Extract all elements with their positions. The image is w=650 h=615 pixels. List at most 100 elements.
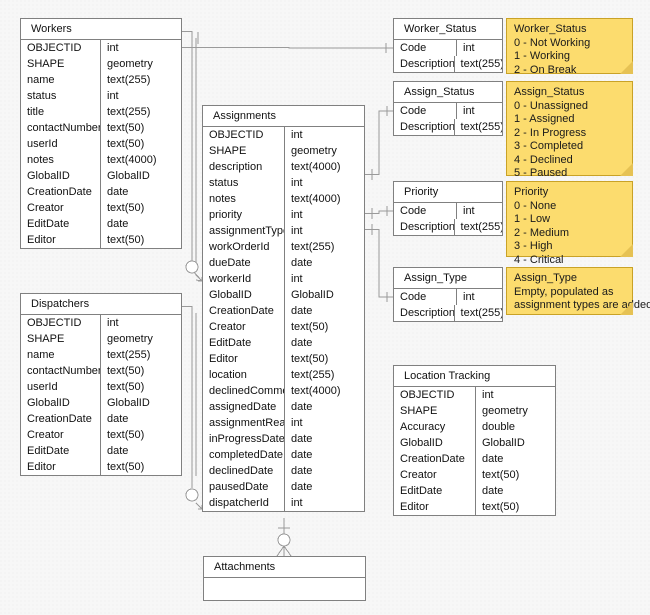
note-fold-corner-icon	[620, 302, 633, 315]
field-type: date	[107, 186, 129, 198]
entity-title-workers: Workers	[21, 19, 181, 40]
field-type: geometry	[482, 405, 528, 417]
note-line: 0 - Not Working	[514, 36, 591, 49]
field-name: name	[21, 72, 101, 88]
field-name: Creator	[394, 467, 476, 483]
note-title: Worker_Status	[514, 23, 587, 35]
note-line: 2 - In Progress	[514, 126, 587, 139]
field-name: userId	[21, 379, 101, 395]
field-name: Editor	[394, 499, 476, 515]
field-type: date	[291, 481, 313, 493]
field-row[interactable]: declinedCommenttext(4000)	[203, 383, 364, 399]
field-type: GlobalID	[107, 397, 150, 409]
entity-table-attachments[interactable]: Attachments	[203, 556, 366, 601]
field-name: declinedDate	[203, 463, 285, 479]
field-name: EditDate	[203, 335, 285, 351]
field-type: GlobalID	[107, 170, 150, 182]
field-type: text(50)	[107, 461, 145, 473]
field-type: text(4000)	[291, 385, 341, 397]
note-line: assignment types are added	[514, 299, 650, 311]
field-name: Creator	[203, 319, 285, 335]
note-line: 5 - Paused	[514, 167, 568, 179]
field-type: text(50)	[107, 202, 145, 214]
note-line: 1 - Working	[514, 50, 571, 62]
